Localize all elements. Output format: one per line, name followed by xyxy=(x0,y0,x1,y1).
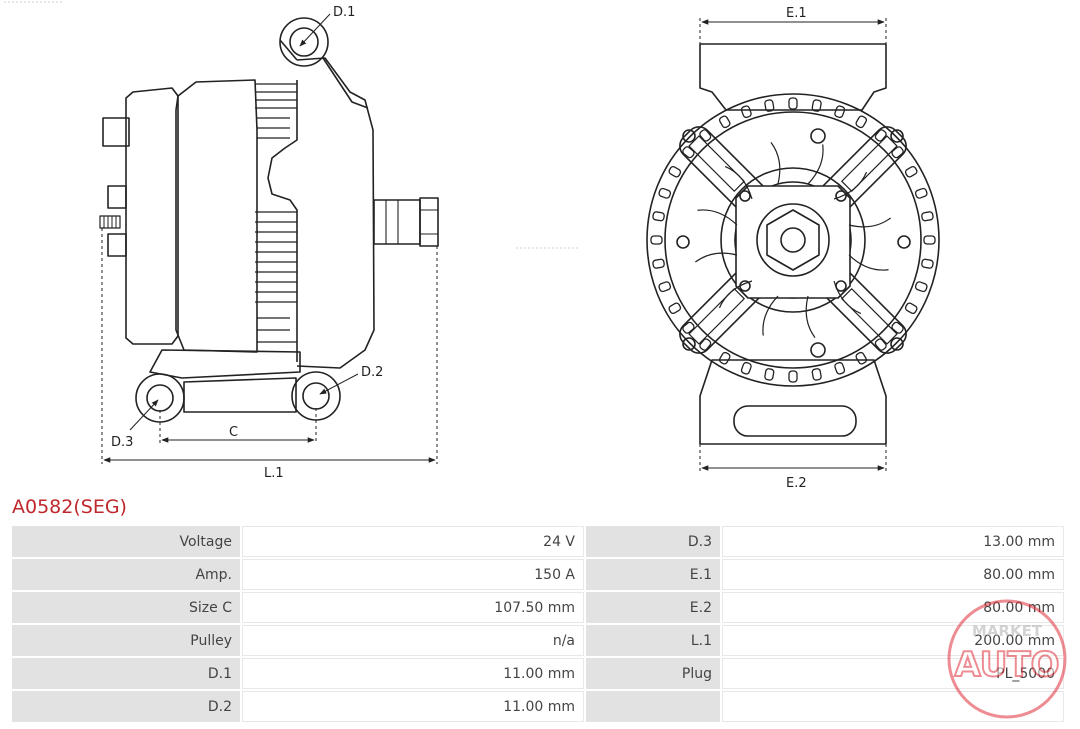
vent-slot xyxy=(699,129,712,142)
spec-label: E.2 xyxy=(586,592,720,623)
front-view-dimensions xyxy=(699,18,887,474)
vent-slot xyxy=(874,129,887,142)
vent-slot xyxy=(855,115,868,129)
table-row: Amp. 150 A E.1 80.00 mm xyxy=(12,559,1064,590)
fan-blade xyxy=(807,144,824,185)
spec-label: Size C xyxy=(12,592,240,623)
vent-slot xyxy=(788,370,798,383)
vent-slot xyxy=(740,361,752,375)
vent-slot xyxy=(904,165,918,178)
label-c: C xyxy=(229,425,238,440)
vent-slot xyxy=(891,146,904,159)
vent-slot xyxy=(652,258,665,269)
label-d2: D.2 xyxy=(361,365,383,380)
vent-slot xyxy=(658,281,672,293)
label-e2: E.2 xyxy=(786,476,807,490)
spec-value: 80.00 mm xyxy=(722,592,1064,623)
vent-slot xyxy=(699,338,712,351)
label-d3: D.3 xyxy=(111,435,133,450)
spec-label: Plug xyxy=(586,658,720,689)
market-auto-watermark: MARKET AUTO xyxy=(947,599,1067,719)
vent-slot xyxy=(682,321,695,334)
table-row: Pulley n/a L.1 200.00 mm xyxy=(12,625,1064,656)
fan-blades xyxy=(695,142,891,338)
label-d1: D.1 xyxy=(333,5,355,20)
vent-slot xyxy=(668,302,682,315)
vent-slot xyxy=(874,338,887,351)
fan-blade xyxy=(770,142,781,185)
vent-slot xyxy=(904,302,918,315)
vent-slot xyxy=(914,187,928,199)
vent-slot xyxy=(718,115,731,129)
label-l1: L.1 xyxy=(264,466,284,481)
spec-value: 107.50 mm xyxy=(242,592,584,623)
vent-slot xyxy=(855,351,868,365)
vent-slots xyxy=(650,97,936,383)
spec-label: D.1 xyxy=(12,658,240,689)
vent-slot xyxy=(740,105,752,119)
fan-blade xyxy=(833,171,868,200)
spec-value: 80.00 mm xyxy=(722,559,1064,590)
vent-slot xyxy=(718,351,731,365)
vent-slot xyxy=(764,99,775,112)
spec-label: E.1 xyxy=(586,559,720,590)
vent-slot xyxy=(834,105,846,119)
vent-slot xyxy=(891,321,904,334)
vent-slot xyxy=(650,235,663,245)
fan-blade xyxy=(805,295,816,338)
spec-value: n/a xyxy=(242,625,584,656)
vent-slot xyxy=(921,211,934,222)
spec-label: D.3 xyxy=(586,526,720,557)
vent-slot xyxy=(914,281,928,293)
spec-label xyxy=(586,691,720,722)
vent-slot xyxy=(811,99,822,112)
spec-value: PL_5000 xyxy=(722,658,1064,689)
fan-blade xyxy=(697,209,738,226)
specs-table: Voltage 24 V D.3 13.00 mm Amp. 150 A E.1… xyxy=(10,524,1066,724)
vent-slot xyxy=(668,165,682,178)
table-row: D.2 11.00 mm xyxy=(12,691,1064,722)
watermark-line1: MARKET xyxy=(972,622,1043,640)
front-view xyxy=(646,43,940,445)
vent-slot xyxy=(811,368,822,381)
part-code-title: A0582(SEG) xyxy=(12,496,127,518)
spec-value: 13.00 mm xyxy=(722,526,1064,557)
fan-blade xyxy=(848,217,891,228)
fan-blade xyxy=(833,280,862,315)
vent-slot xyxy=(788,97,798,110)
side-view xyxy=(99,17,439,423)
label-e1: E.1 xyxy=(786,6,807,21)
spec-value: 24 V xyxy=(242,526,584,557)
table-row: Voltage 24 V D.3 13.00 mm xyxy=(12,526,1064,557)
spec-label: Pulley xyxy=(12,625,240,656)
vent-slot xyxy=(658,187,672,199)
fan-blade xyxy=(724,165,753,200)
spec-value: 11.00 mm xyxy=(242,658,584,689)
spec-label: Amp. xyxy=(12,559,240,590)
table-row: D.1 11.00 mm Plug PL_5000 xyxy=(12,658,1064,689)
vent-slot xyxy=(923,235,936,245)
spec-label: Voltage xyxy=(12,526,240,557)
vent-slot xyxy=(682,146,695,159)
fan-blade xyxy=(695,252,738,263)
spec-value: 200.00 mm xyxy=(722,625,1064,656)
spec-value: 11.00 mm xyxy=(242,691,584,722)
fan-blade xyxy=(718,280,753,309)
vent-slot xyxy=(652,211,665,222)
fan-blade xyxy=(762,295,779,336)
fan-blade xyxy=(848,254,889,271)
table-row: Size C 107.50 mm E.2 80.00 mm xyxy=(12,592,1064,623)
spec-label: L.1 xyxy=(586,625,720,656)
vent-slot xyxy=(834,361,846,375)
spec-label: D.2 xyxy=(12,691,240,722)
vent-slot xyxy=(921,258,934,269)
watermark-line2: AUTO xyxy=(955,645,1060,685)
side-view-dimensions xyxy=(101,13,438,464)
spec-value: 150 A xyxy=(242,559,584,590)
vent-slot xyxy=(764,368,775,381)
alternator-drawing: D.1 D.2 D.3 C L.1 xyxy=(4,1,940,490)
